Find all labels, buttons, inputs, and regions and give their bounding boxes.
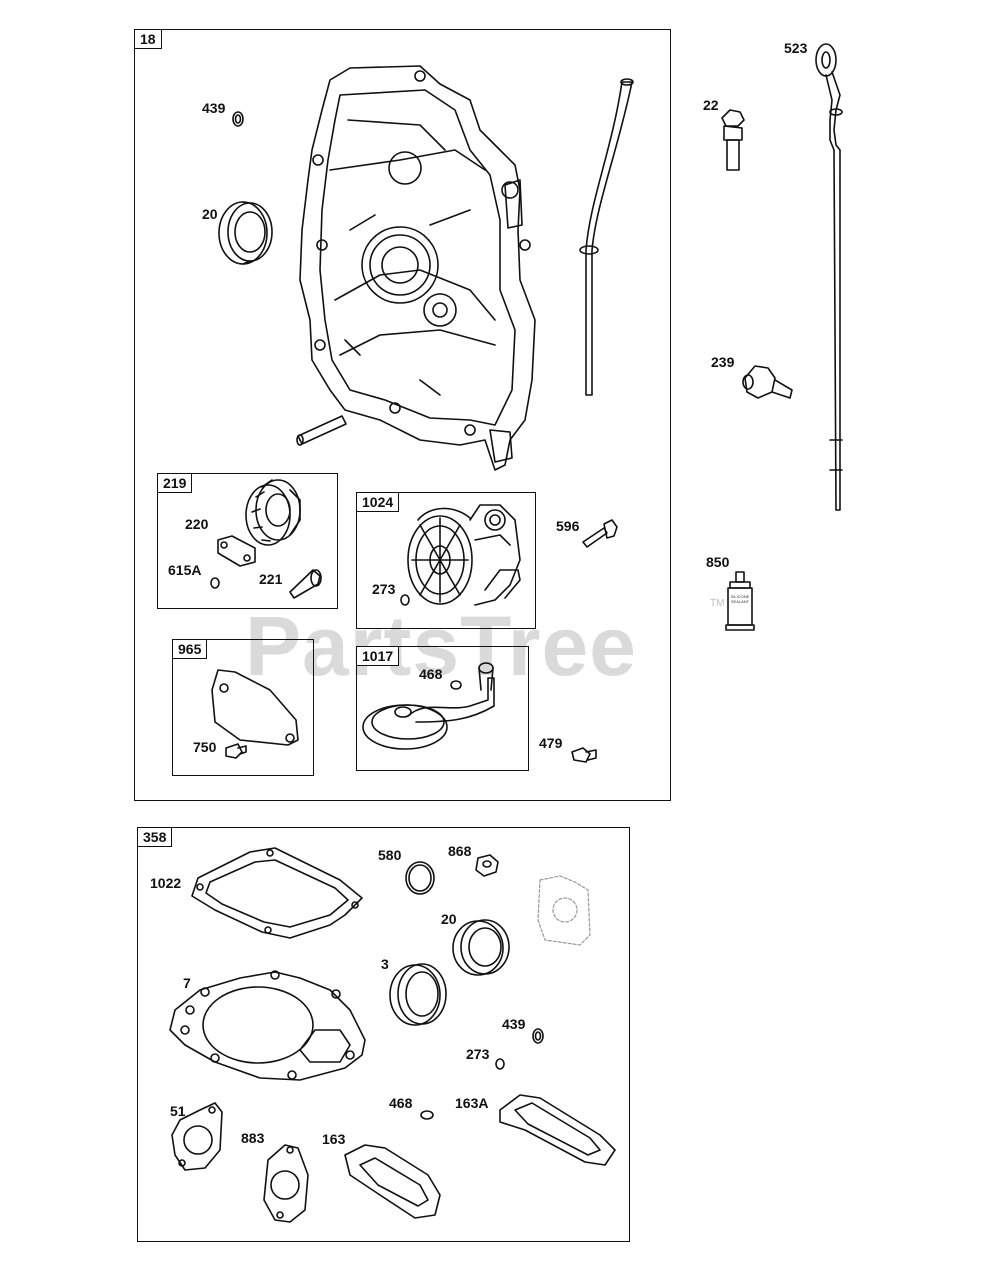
group-label-18[interactable]: 18	[135, 30, 162, 49]
dowel-pin-drawing	[296, 415, 347, 446]
group-label-358[interactable]: 358	[138, 828, 173, 847]
dipstick-drawing	[815, 43, 843, 511]
part-label-596[interactable]: 596	[556, 518, 580, 534]
group-frame-219	[157, 473, 338, 609]
part-label-468-pickup[interactable]: 468	[419, 666, 443, 682]
oil-seal-20-drawing	[452, 919, 510, 976]
part-label-20-top[interactable]: 20	[202, 206, 218, 222]
part-label-273-pump[interactable]: 273	[372, 581, 396, 597]
crankcase-cover-drawing	[299, 65, 536, 471]
part-label-868[interactable]: 868	[448, 843, 472, 859]
part-label-1022[interactable]: 1022	[150, 875, 182, 891]
group-frame-358	[137, 827, 630, 1242]
oil-pickup-drawing	[362, 662, 495, 750]
bolt-596-drawing	[582, 519, 618, 548]
group-frame-965	[172, 639, 314, 776]
part-label-750[interactable]: 750	[193, 739, 217, 755]
oil-switch-drawing	[742, 365, 793, 399]
group-frame-1024	[356, 492, 536, 629]
part-label-439-set[interactable]: 439	[502, 1016, 526, 1032]
dipstick-tube-drawing	[579, 78, 634, 396]
part-label-220[interactable]: 220	[185, 516, 209, 532]
gasket-163-drawing	[344, 1144, 441, 1219]
group-label-219[interactable]: 219	[158, 474, 193, 493]
group-label-1024[interactable]: 1024	[357, 493, 400, 512]
pump-cover-drawing	[211, 669, 299, 746]
part-label-439-top[interactable]: 439	[202, 100, 226, 116]
part-label-883[interactable]: 883	[241, 1130, 265, 1146]
part-label-22[interactable]: 22	[703, 97, 719, 113]
part-label-273-set[interactable]: 273	[466, 1046, 490, 1062]
part-label-850[interactable]: 850	[706, 554, 730, 570]
part-label-615A[interactable]: 615A	[168, 562, 202, 578]
part-label-479[interactable]: 479	[539, 735, 563, 751]
group-frame-18	[134, 29, 671, 801]
group-label-1017[interactable]: 1017	[357, 647, 400, 666]
part-label-163A[interactable]: 163A	[455, 1095, 489, 1111]
gasket-883-drawing	[263, 1144, 309, 1223]
group-frame-1017	[356, 646, 529, 771]
watermark-trademark: TM	[710, 598, 725, 609]
sealant-tube-drawing	[725, 571, 755, 631]
part-label-239[interactable]: 239	[711, 354, 735, 370]
part-label-51[interactable]: 51	[170, 1103, 186, 1119]
sealant-tube-text: SILICONE SEALANT	[730, 594, 750, 604]
part-label-20-set[interactable]: 20	[441, 911, 457, 927]
gasket-163A-drawing	[499, 1094, 616, 1166]
part-label-7[interactable]: 7	[183, 975, 191, 991]
part-label-221[interactable]: 221	[259, 571, 283, 587]
part-label-580[interactable]: 580	[378, 847, 402, 863]
governor-gear-drawing	[245, 479, 301, 546]
oil-pump-drawing	[407, 504, 521, 606]
oil-seal-3-drawing	[389, 963, 447, 1026]
gasket-1022-drawing	[191, 847, 363, 939]
part-label-468-set[interactable]: 468	[389, 1095, 413, 1111]
part-label-163[interactable]: 163	[322, 1131, 346, 1147]
head-gasket-drawing	[169, 970, 366, 1081]
gasket-51-drawing	[171, 1102, 223, 1171]
oil-seal-top-drawing	[218, 201, 273, 265]
part-label-3[interactable]: 3	[381, 956, 389, 972]
bolt-22-drawing	[721, 109, 745, 171]
group-label-965[interactable]: 965	[173, 640, 208, 659]
part-label-523[interactable]: 523	[784, 40, 808, 56]
